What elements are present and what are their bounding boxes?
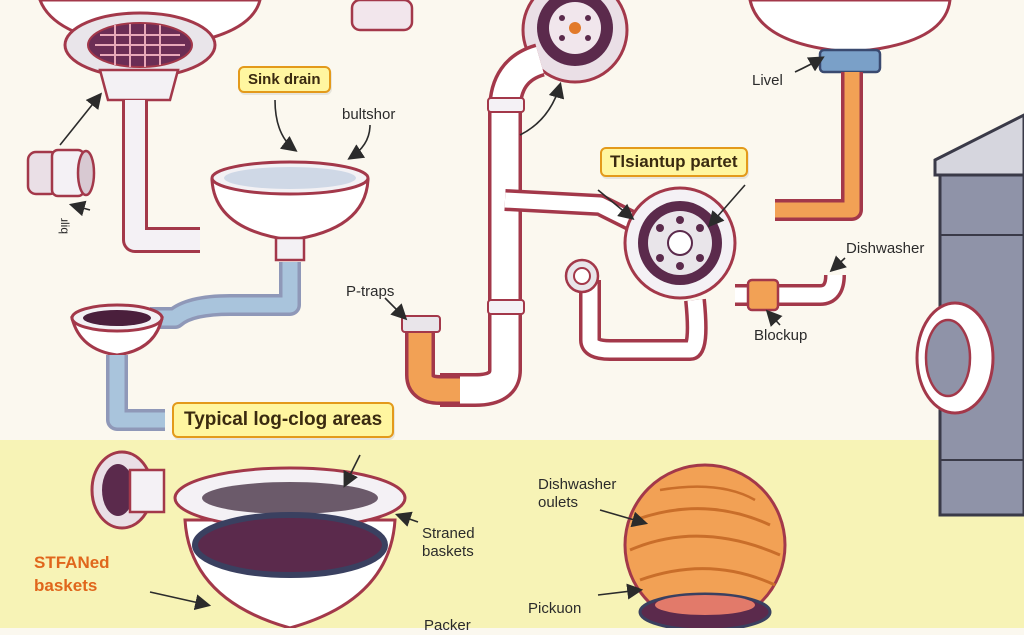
orange-ball-strainer — [623, 463, 787, 628]
arrow-stfaned — [149, 591, 212, 611]
arrow-sink-drain — [274, 99, 298, 152]
arrow-clog-areas — [343, 454, 361, 488]
label-bultshor: bultshor — [342, 106, 396, 123]
label-strained-baskets: Straned baskets — [422, 525, 475, 560]
label-clog-areas: Typical log-clog areas — [172, 402, 395, 438]
arrow-pickuon — [597, 583, 644, 600]
arrow-p-traps — [384, 297, 408, 321]
label-stfaned-baskets: STFANed baskets — [34, 553, 110, 595]
sink-strainer-topleft — [38, 0, 262, 102]
arrow-center-drain — [519, 81, 565, 136]
leader-lines — [59, 56, 847, 611]
label-tisiantup: Tlsiantup partet — [600, 147, 748, 177]
arrow-dishwasher — [829, 255, 847, 273]
sink-bowl — [210, 160, 370, 262]
clog-area-band — [0, 440, 1024, 628]
small-drain-bowl — [70, 303, 164, 357]
tank-topright — [748, 0, 952, 74]
pipe-stub-top — [350, 0, 414, 32]
arrow-to-strainer — [59, 92, 102, 146]
blockup-fitting — [746, 278, 780, 312]
arrow-tisiantup-b — [707, 184, 746, 228]
fitting-bottom-left — [90, 450, 166, 530]
arrow-live — [794, 56, 825, 73]
arrow-strained-baskets — [394, 511, 419, 527]
arrow-dishwasher-outlets — [599, 509, 649, 528]
label-side-scribble: ɹliq — [58, 218, 72, 235]
label-p-traps: P-traps — [346, 283, 395, 300]
arrow-bultshor — [347, 124, 371, 160]
center-drain-assembly — [521, 0, 629, 84]
label-dishwasher-outlets: Dishwasher oulets — [538, 476, 617, 511]
label-live: Livel — [752, 72, 783, 89]
disposal-unit — [623, 186, 737, 300]
label-sink-drain: Sink drain — [238, 66, 331, 93]
strainer-basket-large — [173, 466, 407, 628]
arrow-tisiantup-a — [597, 189, 635, 221]
pipe-opening-right — [915, 301, 995, 415]
arrow-scribble — [68, 200, 91, 217]
arrow-blockup — [765, 309, 783, 327]
fitting-left — [26, 148, 96, 198]
coupling — [564, 258, 600, 294]
label-dishwasher: Dishwasher — [846, 240, 925, 257]
label-blockup: Blockup — [754, 327, 808, 344]
label-pickuon: Pickuon — [528, 600, 582, 617]
label-packer: Packer — [424, 617, 471, 634]
